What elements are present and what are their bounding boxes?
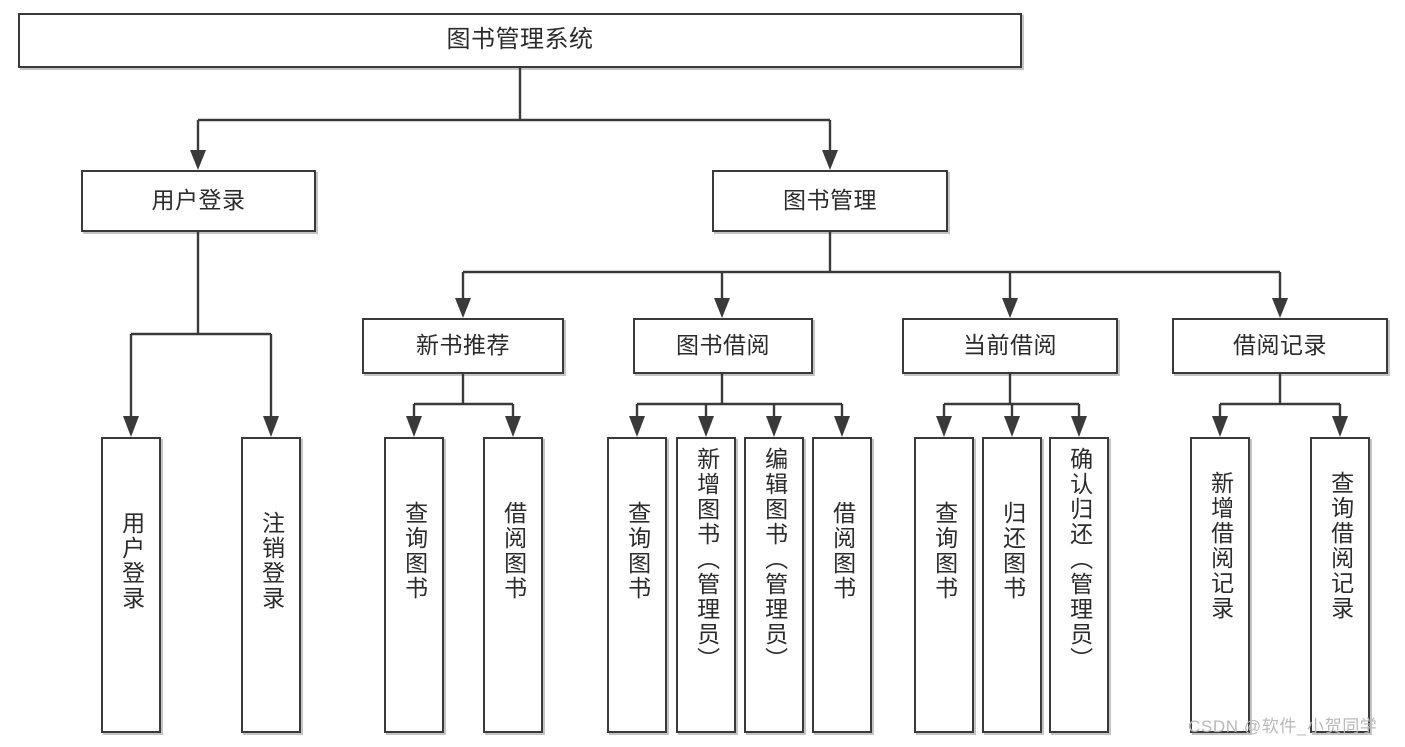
node-book-management[interactable]: 图书管理	[712, 170, 948, 232]
arrowhead-current-borrow	[1002, 298, 1018, 318]
node-borrow-record[interactable]: 借阅记录	[1172, 318, 1388, 374]
arrowhead-br-leaf2	[1332, 416, 1348, 437]
arrowhead-cb-leaf3	[1071, 416, 1087, 437]
leaf-cb-return-book[interactable]: 归还图书	[982, 437, 1042, 733]
leaf-bb-add-book-admin-label: 新增图书（管理员）	[693, 447, 720, 672]
leaf-br-query-record-label: 查询借阅记录	[1327, 471, 1354, 621]
leaf-cb-confirm-return-admin[interactable]: 确认归还（管理员）	[1049, 437, 1109, 733]
arrowhead-borrow-record	[1272, 298, 1288, 318]
leaf-br-add-record[interactable]: 新增借阅记录	[1190, 437, 1250, 733]
node-current-borrow[interactable]: 当前借阅	[902, 318, 1118, 374]
leaf-cb-query-book-label: 查询图书	[931, 501, 958, 601]
leaf-logout-label: 注销登录	[258, 511, 285, 611]
node-root-label: 图书管理系统	[446, 26, 594, 54]
node-book-borrow-label: 图书借阅	[676, 332, 770, 359]
leaf-bb-add-book-admin[interactable]: 新增图书（管理员）	[676, 437, 736, 733]
arrowhead-book-borrow	[714, 298, 730, 318]
arrowhead-user-login	[190, 150, 206, 170]
arrowhead-br-leaf1	[1212, 416, 1228, 437]
leaf-nb-query-book[interactable]: 查询图书	[384, 437, 444, 733]
leaf-nb-query-book-label: 查询图书	[401, 501, 428, 601]
arrowhead-book-mgmt	[822, 150, 838, 170]
leaf-br-add-record-label: 新增借阅记录	[1207, 471, 1234, 621]
node-new-book-recommend-label: 新书推荐	[416, 332, 510, 359]
leaf-nb-borrow-book[interactable]: 借阅图书	[483, 437, 543, 733]
leaf-bb-edit-book-admin[interactable]: 编辑图书（管理员）	[744, 437, 804, 733]
node-user-login-label: 用户登录	[151, 187, 246, 214]
arrowhead-nb-leaf1	[406, 416, 422, 437]
leaf-bb-query-book[interactable]: 查询图书	[607, 437, 667, 733]
leaf-bb-edit-book-admin-label: 编辑图书（管理员）	[761, 447, 788, 672]
arrowhead-cb-leaf1	[936, 416, 952, 437]
arrowhead-bb-leaf4	[834, 416, 850, 437]
watermark-text: CSDN @软件_小贺同学	[1188, 717, 1378, 736]
leaf-cb-return-book-label: 归还图书	[999, 501, 1026, 601]
arrowhead-bb-leaf1	[629, 416, 645, 437]
arrowhead-nb-leaf2	[505, 416, 521, 437]
leaf-br-query-record[interactable]: 查询借阅记录	[1310, 437, 1370, 733]
node-new-book-recommend[interactable]: 新书推荐	[362, 318, 564, 374]
node-borrow-record-label: 借阅记录	[1233, 332, 1327, 359]
leaf-user-login-label: 用户登录	[118, 511, 145, 611]
leaf-logout[interactable]: 注销登录	[241, 437, 301, 733]
leaf-cb-query-book[interactable]: 查询图书	[914, 437, 974, 733]
arrowhead-leaf-user-login	[123, 416, 139, 437]
leaf-user-login[interactable]: 用户登录	[101, 437, 161, 733]
node-book-borrow[interactable]: 图书借阅	[633, 318, 813, 374]
node-current-borrow-label: 当前借阅	[963, 332, 1057, 359]
leaf-nb-borrow-book-label: 借阅图书	[500, 501, 527, 601]
node-book-management-label: 图书管理	[783, 187, 877, 214]
arrowhead-bb-leaf3	[766, 416, 782, 437]
leaf-cb-confirm-return-admin-label: 确认归还（管理员）	[1066, 447, 1093, 672]
arrowhead-new-book	[455, 298, 471, 318]
leaf-bb-borrow-book-label: 借阅图书	[829, 501, 856, 601]
arrowhead-leaf-logout	[263, 416, 279, 437]
node-root[interactable]: 图书管理系统	[18, 13, 1022, 68]
leaf-bb-borrow-book[interactable]: 借阅图书	[812, 437, 872, 733]
leaf-bb-query-book-label: 查询图书	[624, 501, 651, 601]
node-user-login[interactable]: 用户登录	[81, 170, 316, 232]
arrowhead-cb-leaf2	[1004, 416, 1020, 437]
arrowhead-bb-leaf2	[698, 416, 714, 437]
